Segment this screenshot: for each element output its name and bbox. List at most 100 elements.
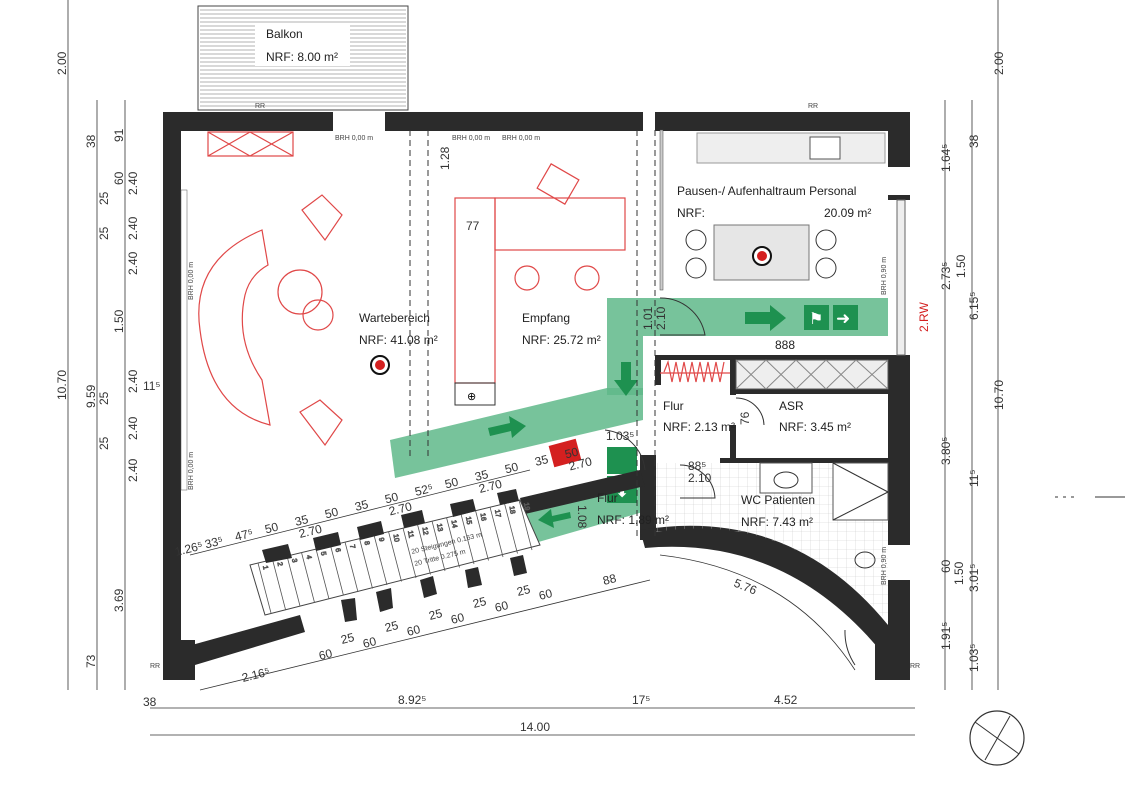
doors <box>604 297 856 666</box>
storage-row <box>660 359 889 390</box>
label: 2.40 <box>126 216 140 240</box>
balcony-name: Balkon <box>266 27 303 41</box>
label: 73 <box>84 654 98 668</box>
rr-label: RR <box>255 103 265 110</box>
rr-label: RR <box>150 663 160 670</box>
stair-step-number: 1 <box>261 565 269 570</box>
stair-tread <box>446 517 460 568</box>
emergency-exit-sign-icon <box>607 447 637 474</box>
brh-label: BRH 0,00 m <box>502 135 540 142</box>
fire-extinguisher-sign-icon <box>548 438 582 468</box>
stair-dimension: 2.70 <box>387 499 413 518</box>
door-height: 2.10 <box>688 471 712 485</box>
stair-step-number: 18 <box>508 506 516 515</box>
label: 2.73⁵ <box>939 262 953 290</box>
label: 2.40 <box>126 416 140 440</box>
balcony: Balkon NRF: 8.00 m² <box>197 5 409 111</box>
label: 1.50 <box>954 254 968 278</box>
wall-dimension: 25 <box>515 582 532 599</box>
stair-tread <box>475 510 489 561</box>
stair-dimension: 35 <box>533 452 550 469</box>
label: 25 <box>97 191 111 205</box>
stair-dimension: 47⁵ <box>233 526 254 544</box>
stair-tread <box>359 538 373 589</box>
rr-label: RR <box>910 663 920 670</box>
label: 38 <box>967 134 981 148</box>
rr-label: RR <box>808 103 818 110</box>
stair-dimension: 1.26⁵ <box>173 538 204 558</box>
label: 11⁵ <box>143 379 160 393</box>
stair-dimension: 33⁵ <box>203 533 224 551</box>
stair-step-number: 16 <box>479 513 487 522</box>
room-area-flur-2: NRF: 1.89 m² <box>597 513 669 527</box>
wall-dimension: 60 <box>449 610 466 627</box>
room-area-wc: NRF: 7.43 m² <box>741 515 813 529</box>
stair-step-number: 2 <box>276 562 284 567</box>
stair-step-number: 9 <box>377 537 385 542</box>
stair-step-number: 19 <box>522 502 530 511</box>
room-name-empfang: Empfang <box>522 311 570 325</box>
wall-dimension: 60 <box>537 586 554 603</box>
label: 25 <box>97 226 111 240</box>
door-width: 1.03⁵ <box>606 429 634 443</box>
stair-step-number: 11 <box>406 530 414 538</box>
wall-dimension: 25 <box>339 630 356 647</box>
stair-step-number: 7 <box>348 544 356 549</box>
dimension: 1.08 <box>575 505 589 529</box>
stair-dimension: 35 <box>353 497 370 514</box>
stair-dimension: 50 <box>263 520 280 537</box>
dimension: 77 <box>466 219 480 233</box>
label: 14.00 <box>520 720 550 734</box>
stair-dimension: 50 <box>383 490 400 507</box>
label: 3.01⁵ <box>967 564 981 592</box>
stair-tread <box>373 534 388 586</box>
label: 38 <box>84 134 98 148</box>
stair-tread <box>315 548 330 600</box>
brh-label: BRH 0,90 m <box>881 547 888 585</box>
label: 11⁵ <box>967 470 981 487</box>
escape-route: ⚑ ➜ ⬇ <box>390 298 888 545</box>
label: 5.76 <box>732 576 759 598</box>
label: 1.50 <box>952 561 966 585</box>
brh-label: BRH 0,00 m <box>188 262 195 300</box>
stair-tread <box>431 520 446 572</box>
stair-step-number: 5 <box>319 551 327 556</box>
label: 38 <box>143 695 157 709</box>
room-area-flur: NRF: 2.13 m² <box>663 420 735 434</box>
stair-tread <box>402 527 417 579</box>
wall-dimension: 60 <box>361 634 378 651</box>
label: 8.92⁵ <box>398 693 426 707</box>
label: 1.50 <box>112 309 126 333</box>
stair-step-number: 14 <box>450 520 458 529</box>
label: 9.59 <box>84 384 98 408</box>
label: 25 <box>97 391 111 405</box>
stair-step-number: 15 <box>464 516 472 525</box>
label: 1.64⁵ <box>939 144 953 172</box>
label: 1.03⁵ <box>967 644 981 672</box>
door-width: 88⁵ <box>688 459 706 473</box>
stair-tread <box>330 545 344 596</box>
stair-step-number: 3 <box>290 558 298 563</box>
wall-dimension: 60 <box>493 598 510 615</box>
label: 60 <box>939 559 953 573</box>
stair-dimension: 50 <box>503 460 520 477</box>
stair-tread <box>417 524 431 575</box>
label: 88 <box>601 571 618 588</box>
furniture: ⊕ <box>198 131 886 447</box>
wall-dimension: 60 <box>405 622 422 639</box>
annotations: RR RR RR RR BRH 0,00 m BRH 0,00 m BRH 0,… <box>150 103 931 670</box>
stair-step-number: 10 <box>392 534 400 543</box>
label: 2.40 <box>126 171 140 195</box>
label: 3.80⁵ <box>939 437 953 465</box>
door-width: 1.01 <box>641 306 655 330</box>
label: 2.00 <box>55 51 69 75</box>
room-name-wartebereich: Wartebereich <box>359 311 430 325</box>
stair-tread <box>504 503 518 554</box>
room-area-wartebereich: NRF: 41.08 m² <box>359 333 438 347</box>
label: 2.40 <box>126 251 140 275</box>
arrow-down-icon <box>614 362 638 396</box>
arrow-right-icon <box>488 416 526 438</box>
stair-dimension: 50 <box>323 505 340 522</box>
